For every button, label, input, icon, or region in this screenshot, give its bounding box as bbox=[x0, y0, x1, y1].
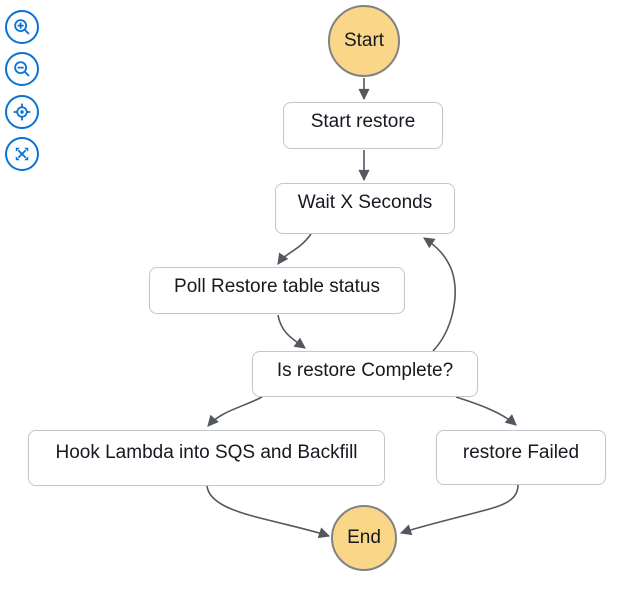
state-wait-x-seconds[interactable]: Wait X Seconds bbox=[275, 183, 455, 234]
state-poll-restore-table-status[interactable]: Poll Restore table status bbox=[149, 267, 405, 314]
edge-is-complete-to-wait-loop bbox=[423, 237, 456, 352]
edge-poll-to-is-complete bbox=[277, 314, 306, 349]
zoom-out-button[interactable] bbox=[5, 52, 39, 86]
start-node-label: Start bbox=[343, 29, 385, 51]
edge-failed-to-end bbox=[399, 484, 519, 536]
end-node-label: End bbox=[347, 526, 381, 548]
state-label: Start restore bbox=[310, 111, 416, 132]
magnifier-plus-icon bbox=[14, 19, 30, 35]
edge-wait-to-poll bbox=[277, 233, 312, 265]
edge-is-complete-to-failed bbox=[455, 396, 517, 426]
state-restore-failed[interactable]: restore Failed bbox=[436, 430, 606, 485]
state-hook-lambda-into-sqs-and-backfill[interactable]: Hook Lambda into SQS and Backfill bbox=[28, 430, 385, 486]
state-start-restore[interactable]: Start restore bbox=[283, 102, 443, 149]
state-is-restore-complete[interactable]: Is restore Complete? bbox=[252, 351, 478, 397]
start-node: Start bbox=[328, 5, 400, 77]
expand-arrows-icon bbox=[15, 147, 29, 161]
edge-hook-to-end bbox=[206, 485, 331, 539]
state-label: Is restore Complete? bbox=[276, 360, 454, 381]
crosshair-icon bbox=[13, 103, 31, 121]
state-label: Poll Restore table status bbox=[174, 276, 380, 297]
magnifier-minus-icon bbox=[14, 61, 30, 77]
state-label: Wait X Seconds bbox=[297, 192, 433, 213]
state-label: restore Failed bbox=[462, 442, 580, 463]
fit-to-view-button[interactable] bbox=[5, 137, 39, 171]
edge-is-complete-to-hook bbox=[207, 396, 263, 427]
end-node: End bbox=[331, 505, 397, 571]
state-label: Hook Lambda into SQS and Backfill bbox=[55, 442, 358, 463]
center-view-button[interactable] bbox=[5, 95, 39, 129]
zoom-in-button[interactable] bbox=[5, 10, 39, 44]
